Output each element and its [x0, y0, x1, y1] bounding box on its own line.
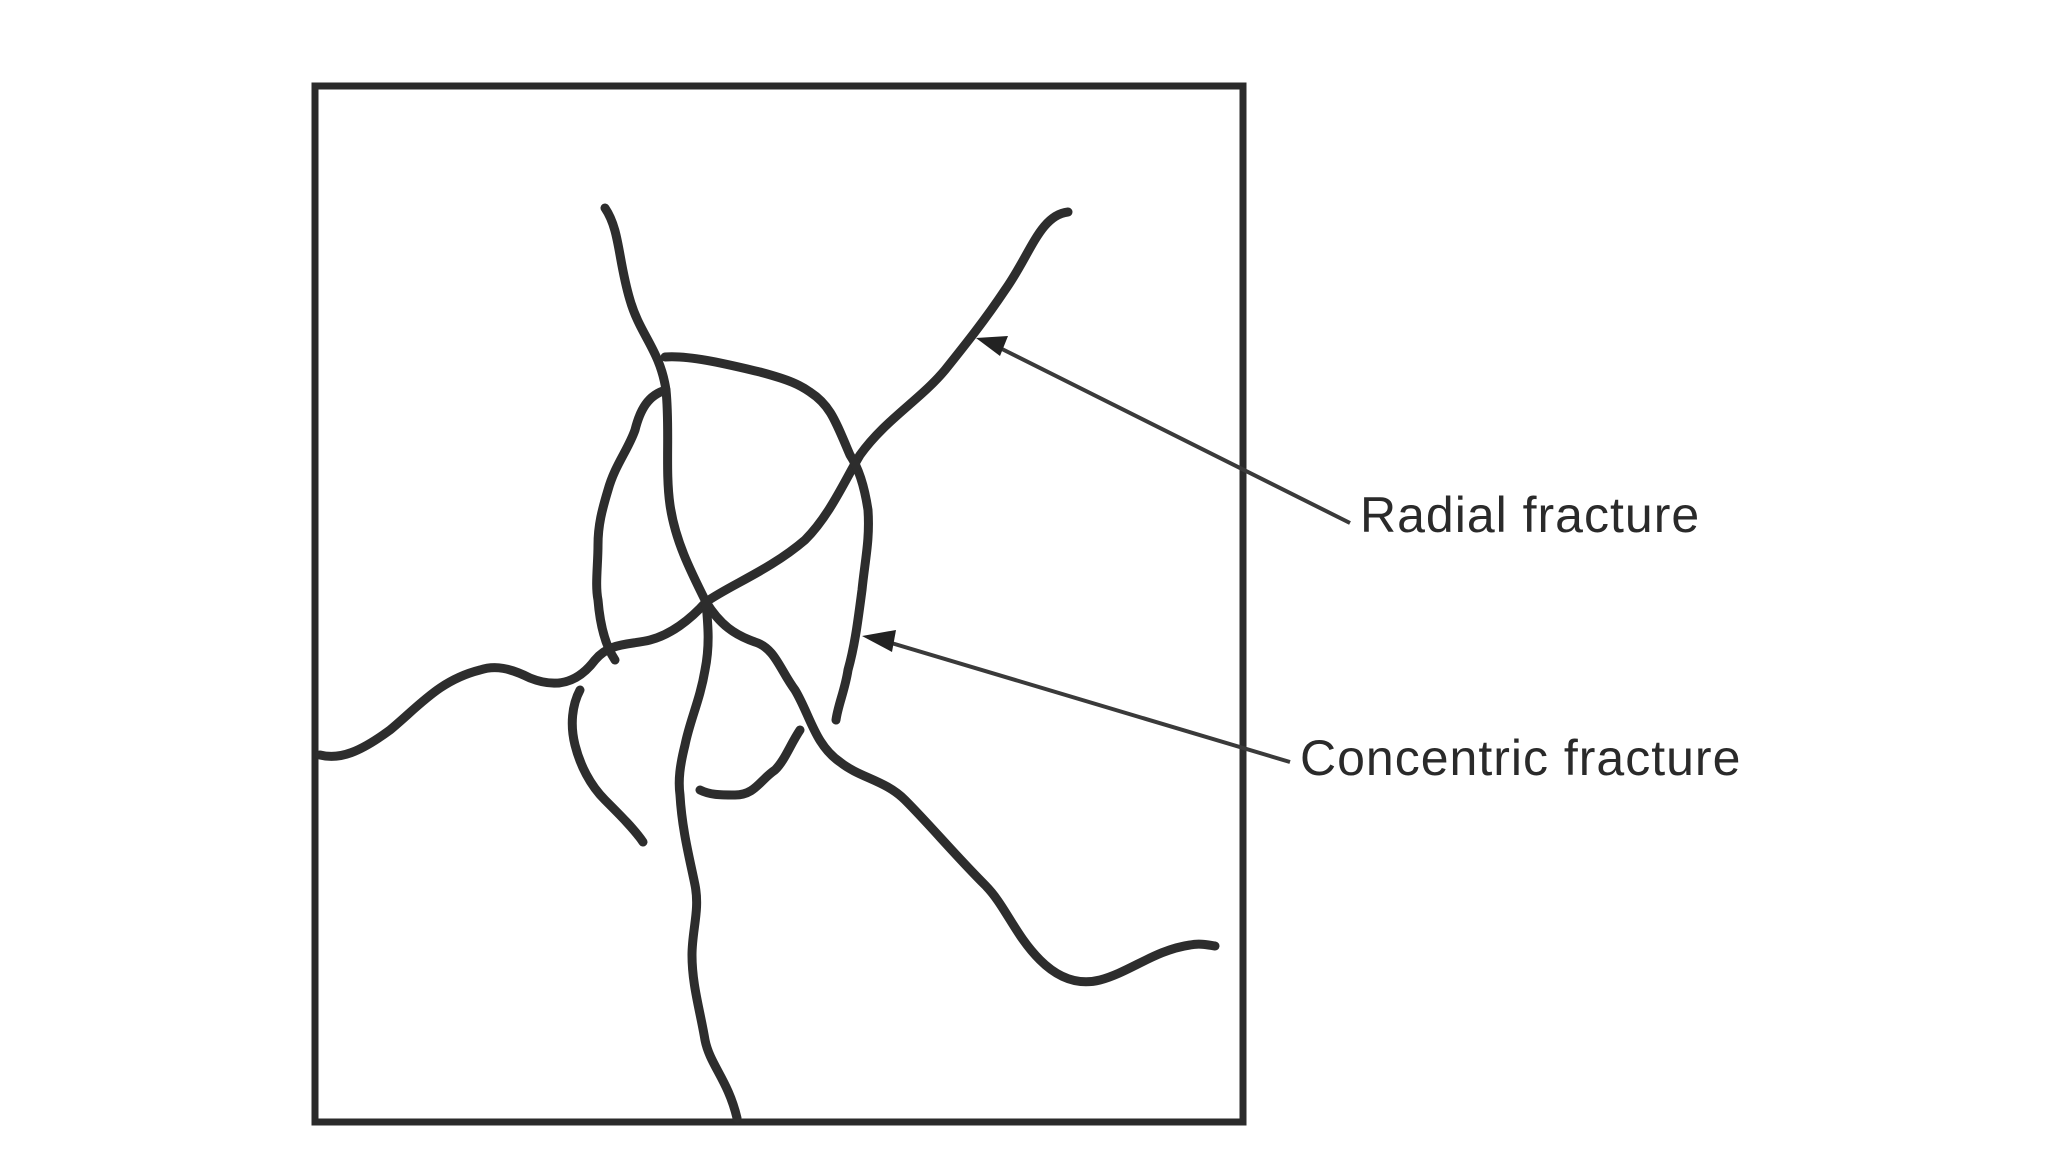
radial-fracture-callout: Radial fracture: [976, 336, 1700, 543]
glass-pane-frame: [311, 82, 1247, 1126]
concentric-crack-lower-left: [567, 685, 648, 847]
radial-crack-bottom: [674, 597, 742, 1123]
radial-leader-line: [999, 346, 1351, 525]
radial-arrowhead-icon: [976, 336, 1008, 356]
radial-crack-lower-right: [701, 597, 1220, 987]
concentric-crack-upper-arc: [660, 352, 873, 725]
concentric-arrowhead-icon: [862, 630, 896, 652]
radial-fracture-label: Radial fracture: [1360, 487, 1700, 543]
fracture-lines: [315, 203, 1220, 1123]
concentric-fracture-callout: Concentric fracture: [862, 630, 1741, 786]
concentric-crack-left-arc: [592, 385, 671, 665]
concentric-leader-line: [887, 640, 1291, 764]
radial-crack-upper-right: [701, 207, 1073, 607]
radial-crack-left: [315, 597, 711, 761]
concentric-fracture-label: Concentric fracture: [1300, 730, 1741, 786]
concentric-crack-lower-inner: [695, 725, 805, 800]
radial-crack-upper-left: [600, 203, 711, 607]
